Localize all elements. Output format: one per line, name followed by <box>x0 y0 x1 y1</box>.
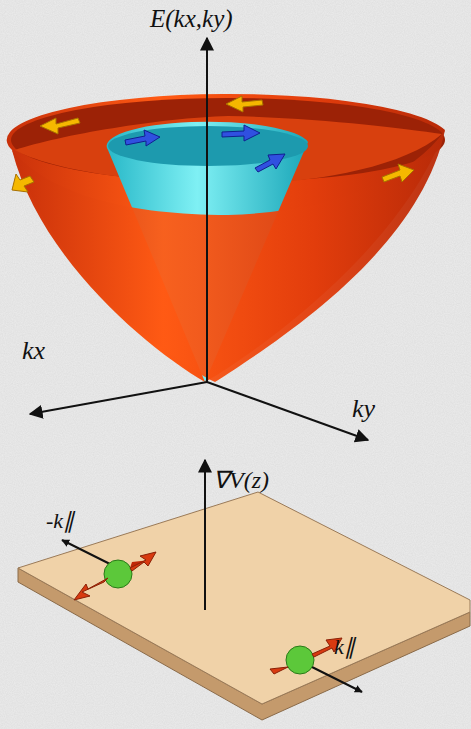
energy-axis-label: E(kx,ky) <box>150 6 233 31</box>
outer-band <box>7 94 445 382</box>
spin-arrows-outer <box>12 96 414 192</box>
ky-axis-label: ky <box>352 396 375 422</box>
axes <box>30 38 368 440</box>
field-gradient-arrow <box>204 460 206 610</box>
kx-axis-label: kx <box>22 338 45 364</box>
outer-band-front <box>12 130 445 382</box>
momentum-label: -k∥ <box>46 510 74 532</box>
substrate-plate <box>18 492 470 720</box>
spin-arrows-inner <box>125 125 285 172</box>
momentum-label: k∥ <box>334 636 355 658</box>
gradient-label: ∇V(z) <box>213 468 269 492</box>
electron-left <box>62 540 156 600</box>
